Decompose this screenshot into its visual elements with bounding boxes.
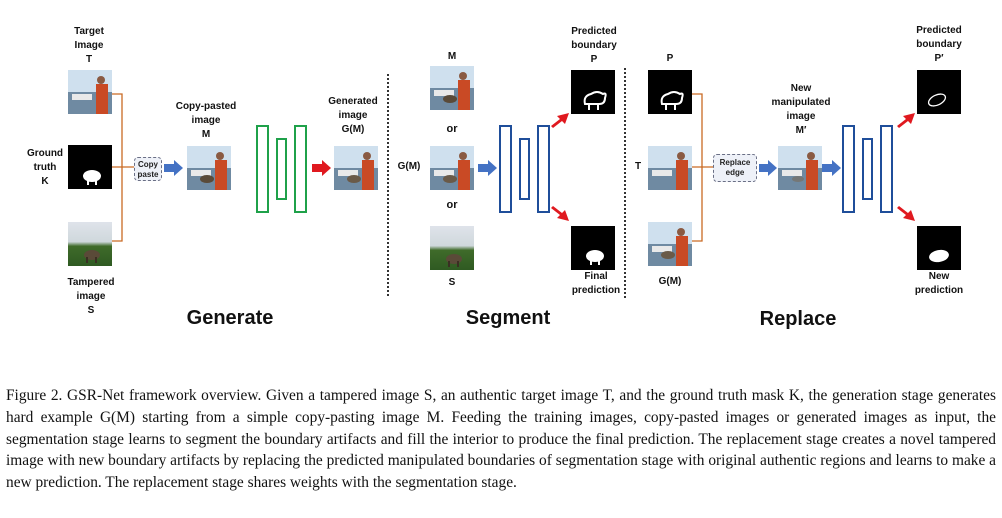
new-prediction-label: New prediction bbox=[914, 271, 964, 296]
generator-layer bbox=[294, 125, 307, 213]
photo-gm-icon bbox=[648, 222, 692, 266]
rep-input-gm-label: G(M) bbox=[658, 276, 682, 287]
stage-replace-title: Replace bbox=[759, 308, 837, 330]
photo-sheep-icon bbox=[430, 226, 474, 270]
photo-copy-pasted-icon bbox=[187, 146, 231, 190]
segmenter-layer bbox=[537, 125, 550, 213]
arrow-red-icon bbox=[897, 206, 915, 221]
photo-new-manipulated-icon bbox=[778, 146, 822, 190]
predicted-boundary-label: Predicted boundary P bbox=[571, 26, 617, 65]
target-image-label: Target Image T bbox=[74, 26, 104, 65]
segmenter-layer bbox=[499, 125, 512, 213]
generator-layer bbox=[256, 125, 269, 213]
rep-input-p-label: P bbox=[666, 53, 674, 64]
blue-arrows bbox=[164, 160, 841, 176]
photo-target-icon bbox=[648, 146, 692, 190]
photo-sheep-icon bbox=[68, 222, 112, 266]
framework-figure: Target Image T Ground truth K Tampered i… bbox=[26, 25, 964, 330]
rep-input-t-label: T bbox=[634, 161, 642, 172]
seg-input-m-label: M bbox=[447, 51, 457, 62]
segmenter-layer bbox=[880, 125, 893, 213]
seg-input-gm-label: G(M) bbox=[397, 161, 421, 172]
final-mask-icon bbox=[571, 226, 615, 270]
generator-layer bbox=[276, 138, 287, 200]
photo-generated-icon bbox=[334, 146, 378, 190]
replace-edge-box: Replace edge bbox=[713, 154, 757, 182]
arrow-red-icon bbox=[551, 113, 569, 128]
stage-segment-title: Segment bbox=[465, 307, 551, 329]
segmenter-layer bbox=[862, 138, 873, 200]
arrow-right-icon bbox=[822, 160, 841, 176]
stage-generate-title: Generate bbox=[186, 307, 274, 329]
generated-image-label: Generated image G(M) bbox=[328, 96, 378, 135]
new-manipulated-label: New manipulated image M′ bbox=[771, 83, 831, 136]
segmenter-layer bbox=[519, 138, 530, 200]
final-prediction-label: Final prediction bbox=[571, 271, 621, 296]
segmenter-layer bbox=[842, 125, 855, 213]
seg-input-s-label: S bbox=[448, 277, 456, 288]
seg-or-label: or bbox=[446, 199, 458, 211]
predicted-boundary-prime-label: Predicted boundary P′ bbox=[916, 25, 962, 64]
red-arrows bbox=[312, 113, 915, 221]
arrow-right-icon bbox=[164, 160, 183, 176]
stage-separator bbox=[387, 74, 389, 296]
photo-m-icon bbox=[430, 66, 474, 110]
boundary-mask-icon bbox=[917, 70, 961, 114]
seg-or-label: or bbox=[446, 123, 458, 135]
figure-caption: Figure 2. GSR-Net framework overview. Gi… bbox=[6, 387, 996, 492]
arrow-red-icon bbox=[551, 206, 569, 221]
boundary-mask-icon bbox=[648, 70, 692, 114]
figure-connectors bbox=[112, 93, 915, 242]
arrow-red-icon bbox=[897, 113, 915, 128]
mask-icon bbox=[68, 145, 112, 189]
photo-target-icon bbox=[68, 70, 112, 114]
arrow-right-icon bbox=[759, 160, 777, 176]
ground-truth-label: Ground truth K bbox=[26, 148, 64, 187]
arrow-red-icon bbox=[312, 160, 331, 176]
copy-pasted-label: Copy-pasted image M bbox=[175, 101, 237, 140]
stage-separator bbox=[624, 68, 626, 298]
tampered-image-label: Tampered image S bbox=[67, 277, 115, 316]
new-mask-icon bbox=[917, 226, 961, 270]
arrow-right-icon bbox=[478, 160, 497, 176]
photo-gm-icon bbox=[430, 146, 474, 190]
boundary-mask-icon bbox=[571, 70, 615, 114]
copy-paste-box: Copy paste bbox=[134, 157, 162, 181]
